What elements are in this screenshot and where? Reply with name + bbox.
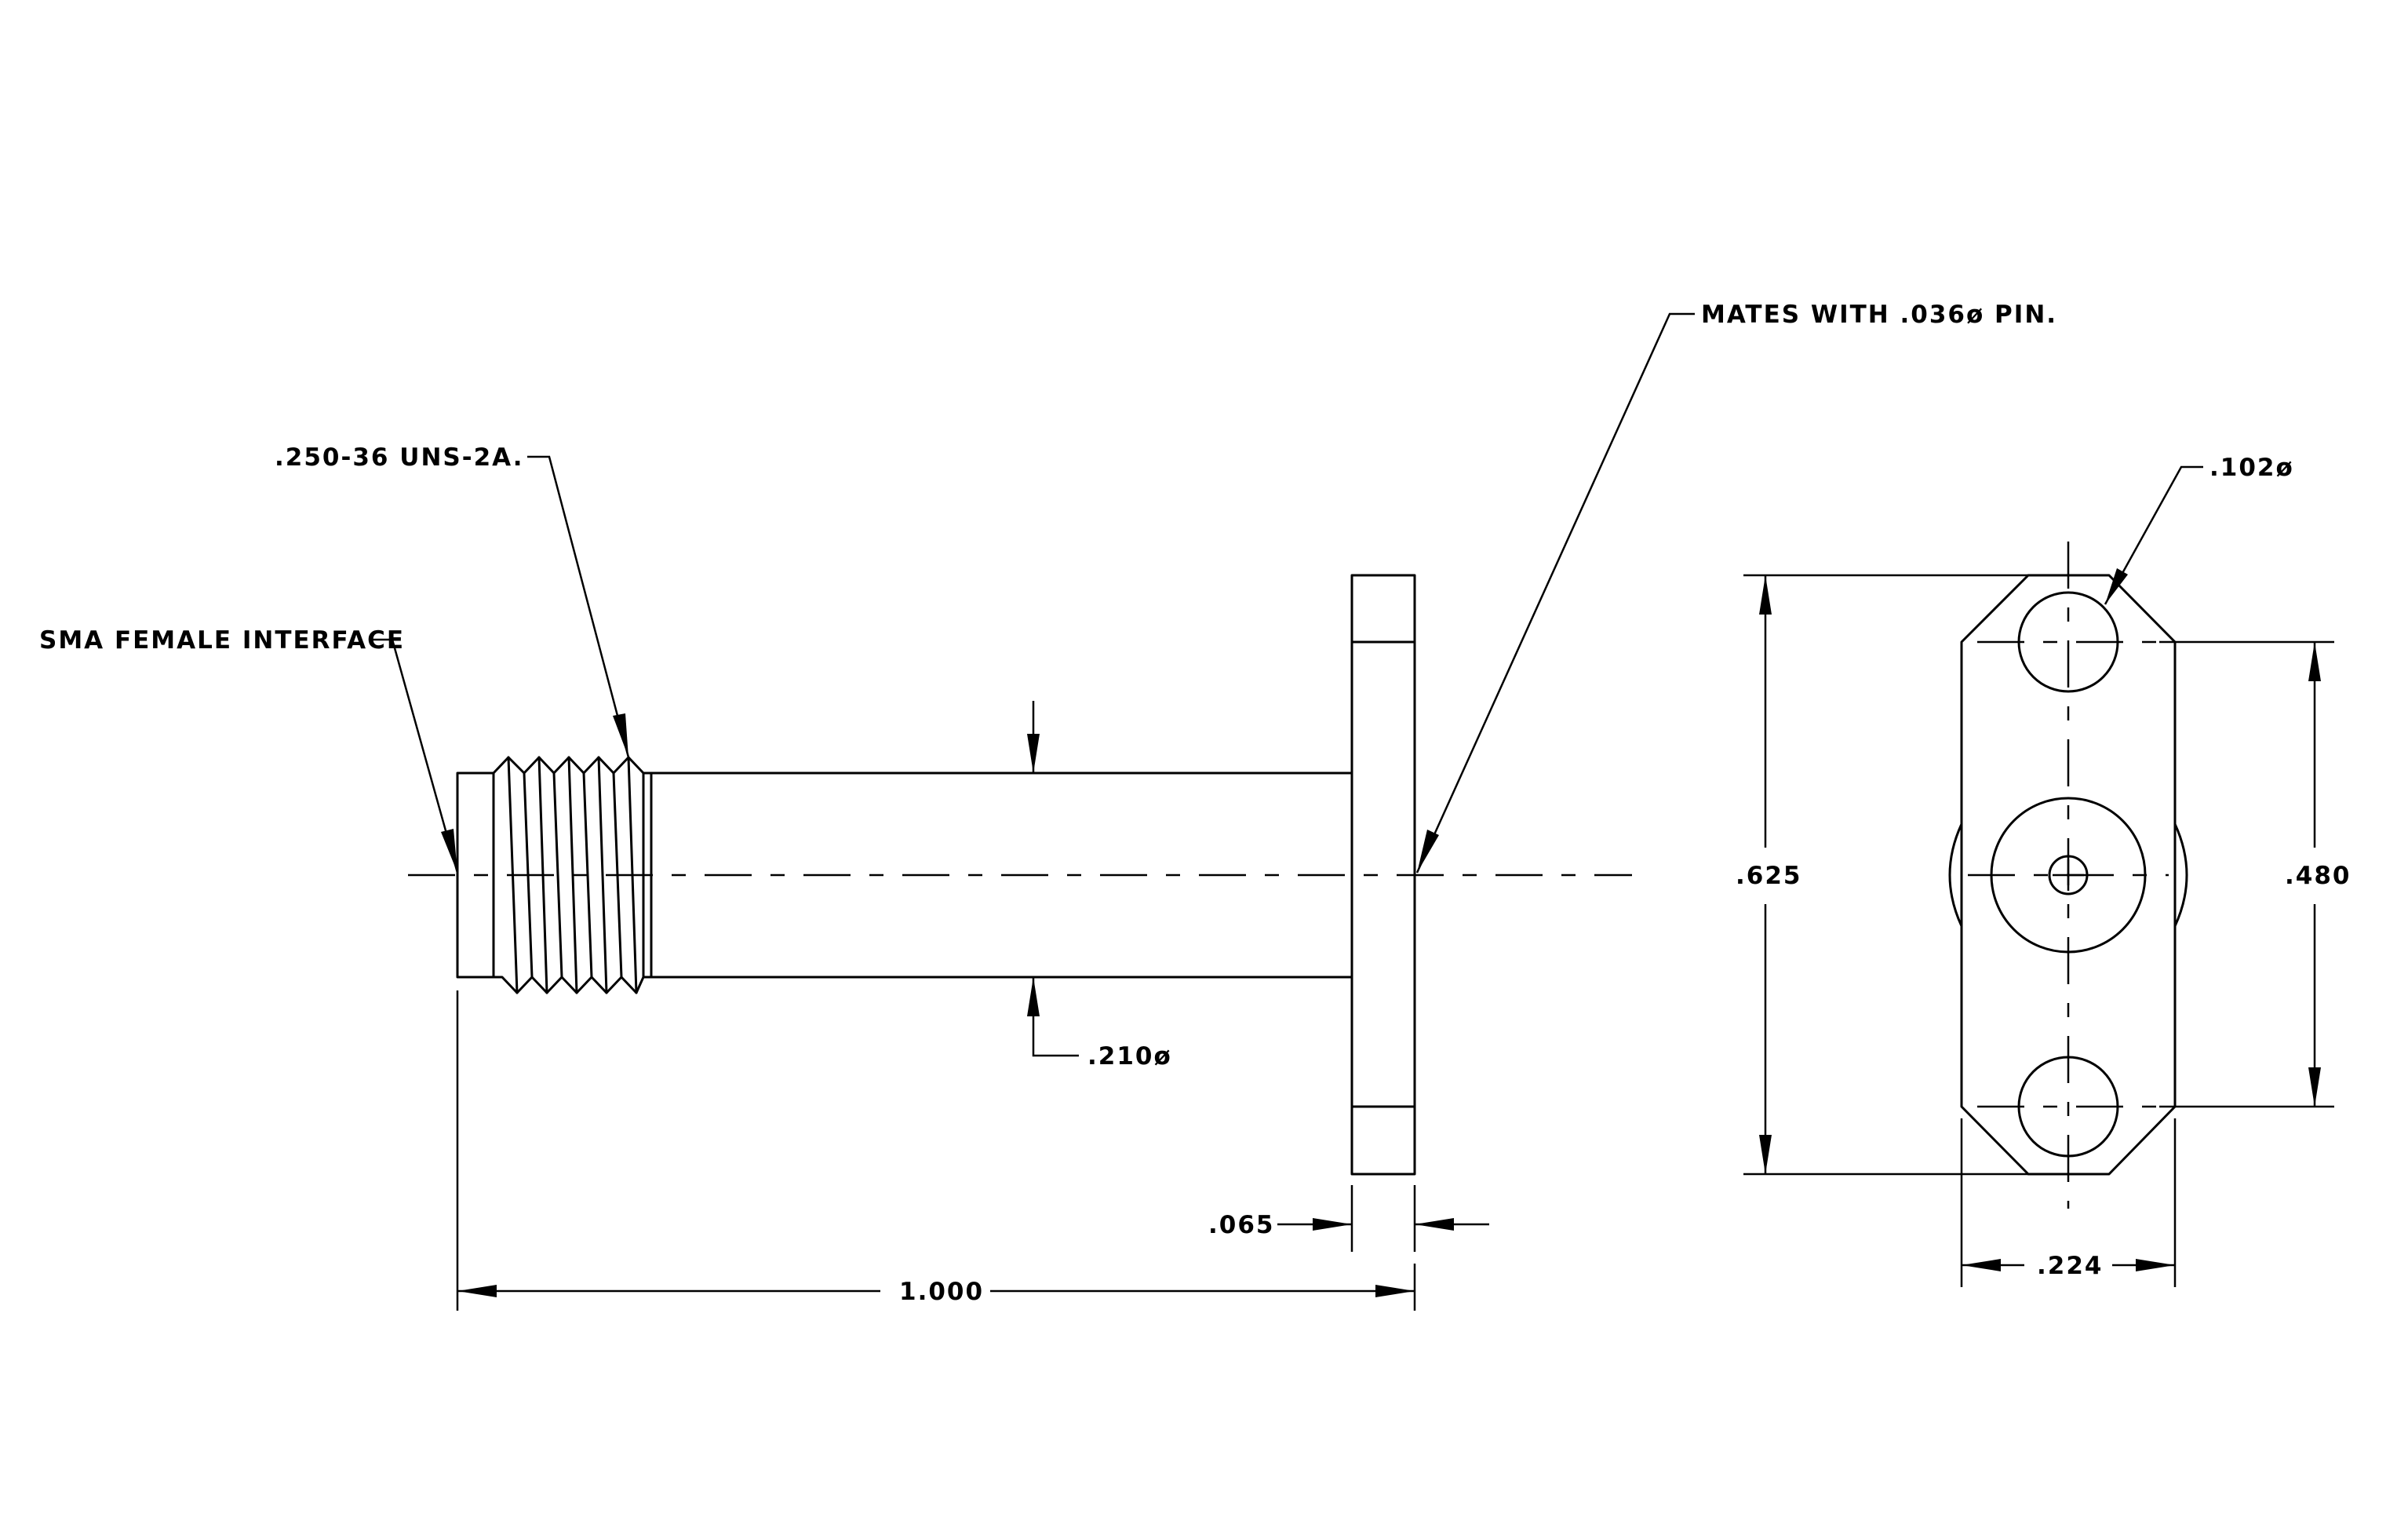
body-dia-dimension — [1027, 701, 1079, 1057]
front-view — [1948, 542, 2188, 1209]
flange-height-label: .625 — [1736, 862, 1802, 890]
flange-thickness-label: .065 — [1208, 1211, 1275, 1239]
flange-width-dimension — [1960, 1118, 2177, 1287]
interface-leader — [369, 638, 459, 874]
hole-spacing-label: .480 — [2285, 862, 2352, 890]
overall-length-dimension — [456, 990, 1416, 1311]
flange-height-dimension — [1743, 574, 2028, 1176]
hole-dia-label: .102ø — [2209, 454, 2294, 482]
mates-label: MATES WITH .036ø PIN. — [1701, 301, 2057, 329]
mates-leader — [1415, 312, 1695, 874]
threaded-section — [492, 756, 653, 994]
side-view — [408, 574, 1632, 1176]
hole-spacing-dimension — [2159, 640, 2334, 1108]
flange-width-label: .224 — [2037, 1252, 2104, 1280]
interface-label: SMA FEMALE INTERFACE — [39, 626, 405, 655]
thread-spec-label: .250-36 UNS-2A. — [275, 443, 524, 472]
overall-length-label: 1.000 — [899, 1278, 984, 1306]
flange-side — [1350, 574, 1416, 1176]
flange-thk-dimension — [1277, 1185, 1489, 1252]
hole-dia-leader — [2104, 465, 2203, 605]
body-dia-label: .210ø — [1087, 1042, 1172, 1071]
flange-outline — [1960, 574, 2177, 1176]
thread-leader — [527, 455, 630, 758]
